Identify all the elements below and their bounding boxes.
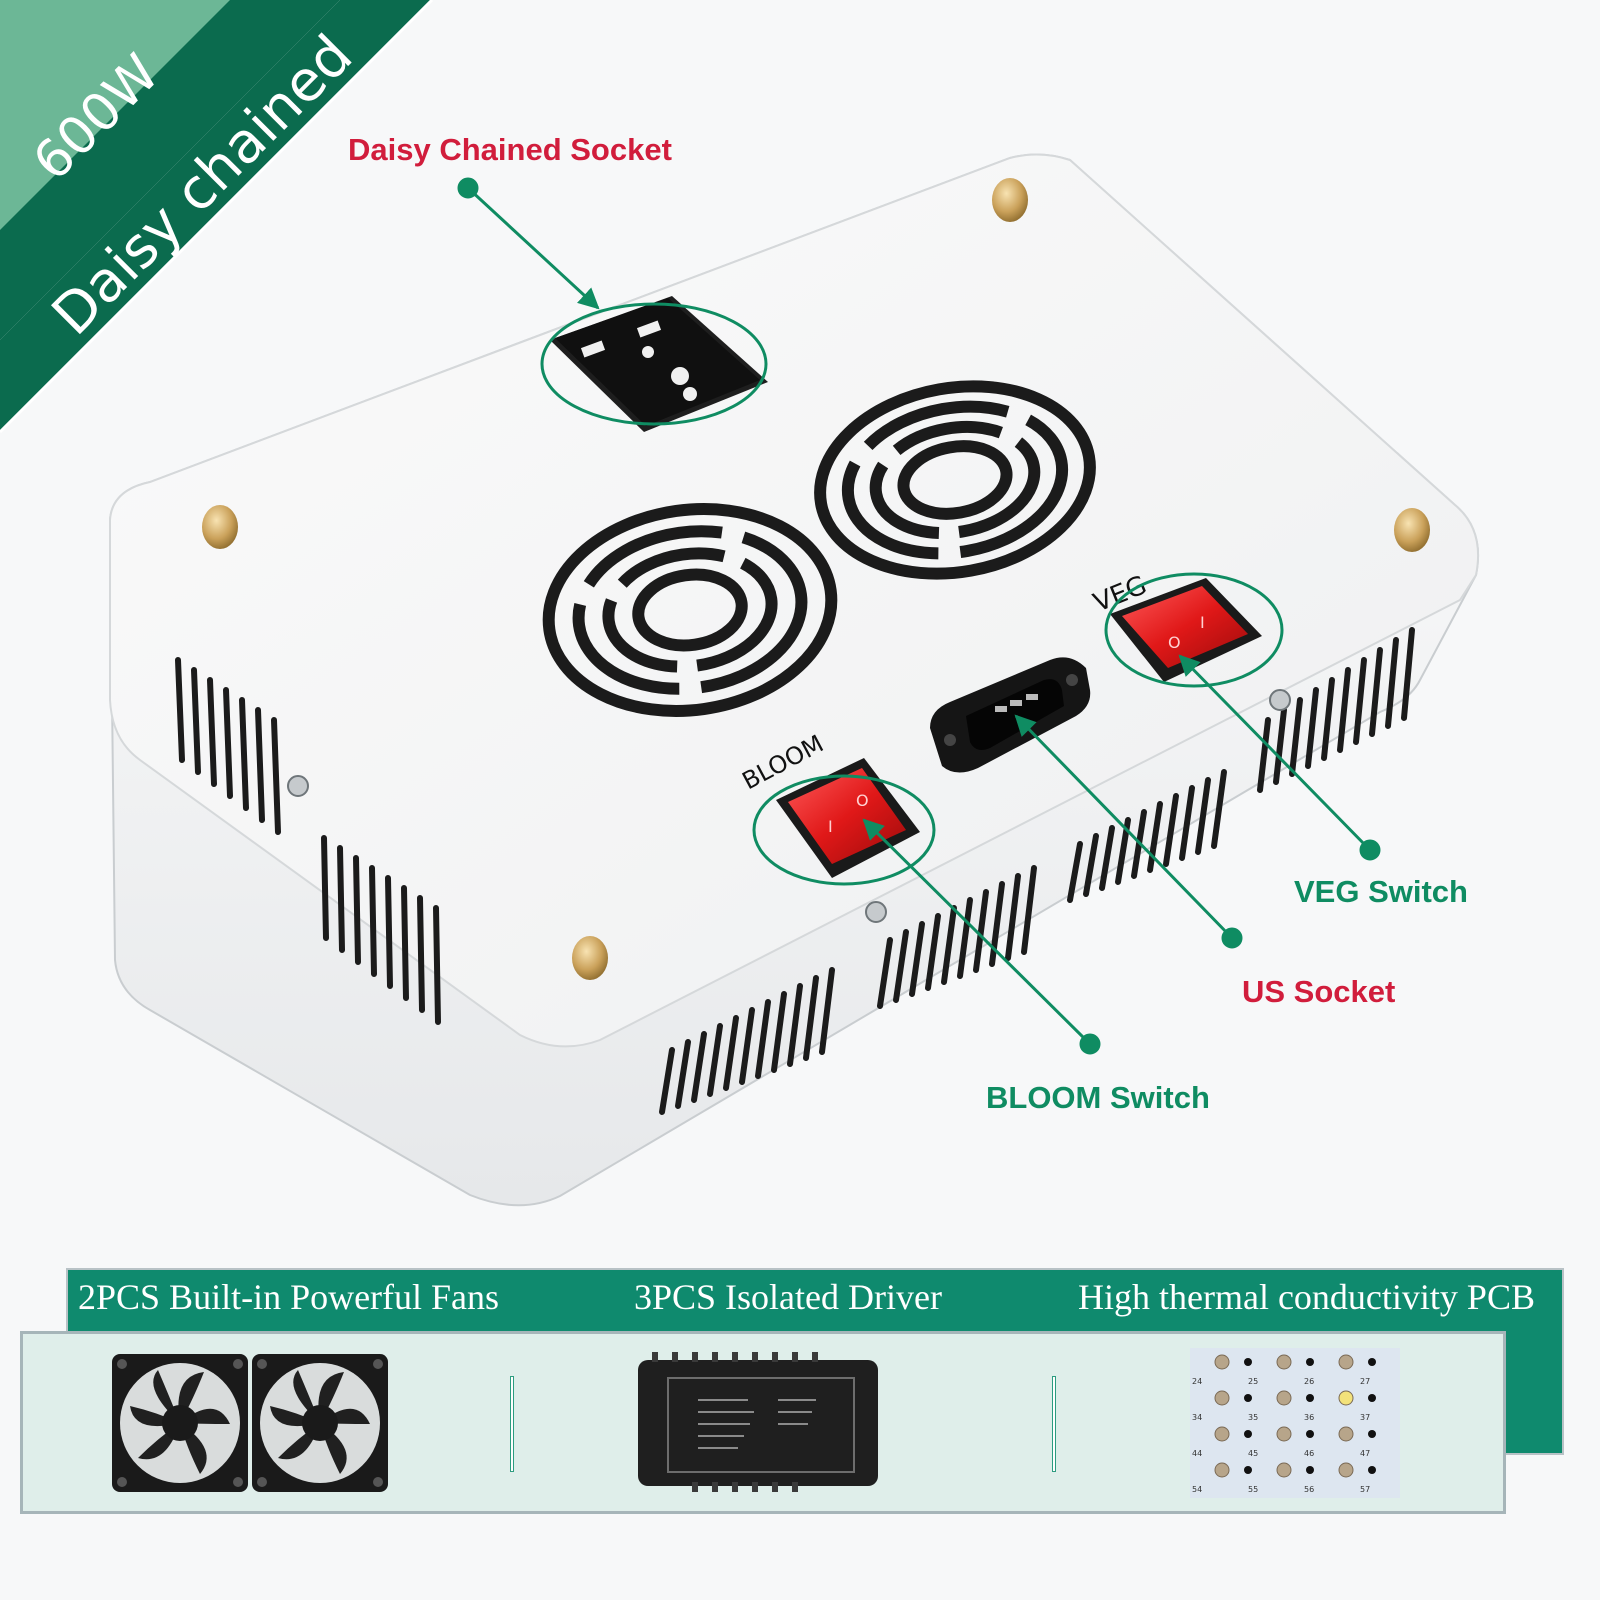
pcb-pad [1244, 1394, 1252, 1402]
pcb-number: 37 [1360, 1413, 1370, 1422]
svg-text:I: I [1200, 613, 1205, 632]
side-vents-left [175, 657, 441, 1025]
corner-ribbon: 600W Daisy chained [0, 0, 440, 440]
pcb-pad [1306, 1358, 1314, 1366]
fan-grille-left [542, 503, 838, 717]
pcb-led [1214, 1390, 1230, 1406]
pcb-led [1214, 1462, 1230, 1478]
pcb-pad [1244, 1466, 1252, 1474]
pcb-number: 27 [1360, 1377, 1370, 1386]
cooling-fan-icon [112, 1354, 388, 1492]
pcb-led [1214, 1426, 1230, 1442]
led-pcb-icon: 24 25 26 27 34 35 36 37 44 45 46 47 54 55 56 57 [1190, 1348, 1400, 1498]
pcb-number: 47 [1360, 1449, 1370, 1458]
pcb-pad [1306, 1394, 1314, 1402]
highlight-circles [540, 302, 1284, 886]
side-vents-front [659, 627, 1415, 1115]
pcb-led [1338, 1462, 1354, 1478]
feature-divider [510, 1376, 514, 1472]
pcb-pad [1244, 1358, 1252, 1366]
callout-daisy-socket: Daisy Chained Socket [348, 132, 672, 167]
callout-bloom-switch: BLOOM Switch [986, 1080, 1210, 1115]
pcb-number: 26 [1304, 1377, 1314, 1386]
pcb-led [1276, 1390, 1292, 1406]
pcb-number: 55 [1248, 1485, 1258, 1494]
svg-text:O: O [856, 791, 869, 810]
callout-veg-switch: VEG Switch [1294, 874, 1468, 909]
feature-title-driver: 3PCS Isolated Driver [634, 1277, 942, 1317]
pcb-led [1276, 1426, 1292, 1442]
fan-grille-right [814, 380, 1096, 580]
housing [108, 153, 1480, 1207]
pcb-number: 24 [1192, 1377, 1202, 1386]
feature-divider [1052, 1376, 1056, 1472]
pcb-number: 36 [1304, 1413, 1314, 1422]
pcb-led [1276, 1462, 1292, 1478]
pcb-number: 44 [1192, 1449, 1202, 1458]
feature-title-pcb: High thermal conductivity PCB [1078, 1277, 1535, 1317]
pcb-number: 35 [1248, 1413, 1258, 1422]
veg-switch: O I VEG [1089, 570, 1262, 682]
pcb-pad [1244, 1430, 1252, 1438]
pcb-led [1338, 1426, 1354, 1442]
side-screws [287, 689, 1291, 923]
pcb-number: 56 [1304, 1485, 1314, 1494]
feature-title-fans: 2PCS Built-in Powerful Fans [78, 1277, 500, 1317]
pcb-led [1338, 1390, 1354, 1406]
pcb-number: 46 [1304, 1449, 1314, 1458]
pcb-pad [1368, 1466, 1376, 1474]
pcb-pad [1368, 1430, 1376, 1438]
callout-us-socket: US Socket [1242, 974, 1396, 1009]
daisy-socket [550, 296, 768, 432]
grow-light-illustration: O I VEG I O BLOOM [108, 153, 1480, 1207]
pcb-pad [1368, 1394, 1376, 1402]
pcb-pad [1306, 1430, 1314, 1438]
svg-text:I: I [828, 817, 833, 836]
pcb-led [1338, 1354, 1354, 1370]
pcb-led [1214, 1354, 1230, 1370]
hanging-studs [202, 178, 1430, 980]
pcb-number: 54 [1192, 1485, 1202, 1494]
led-driver-icon [638, 1352, 878, 1492]
pcb-number: 25 [1248, 1377, 1258, 1386]
pcb-pad [1306, 1466, 1314, 1474]
callout-lines [457, 177, 1381, 1055]
pcb-number: 57 [1360, 1485, 1370, 1494]
pcb-number: 34 [1192, 1413, 1202, 1422]
pcb-led [1276, 1354, 1292, 1370]
svg-text:O: O [1168, 633, 1181, 652]
ribbon-bands [0, 0, 434, 434]
pcb-pad [1368, 1358, 1376, 1366]
pcb-number: 45 [1248, 1449, 1258, 1458]
